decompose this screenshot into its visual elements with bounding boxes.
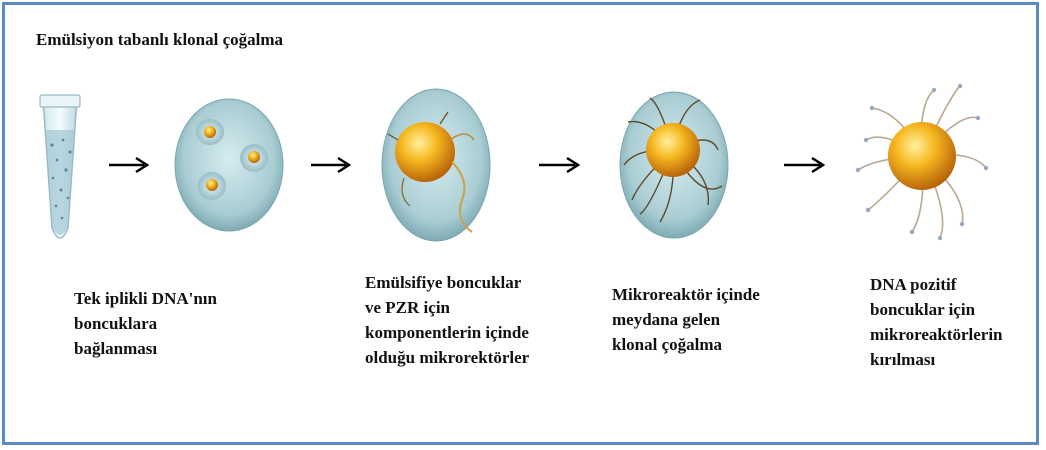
- emulsion-droplet-icon: [175, 99, 283, 231]
- dna-positive-bead-icon: [856, 84, 988, 240]
- clonal-amplification-icon: [620, 92, 728, 238]
- arrow-right-icon: [784, 158, 823, 172]
- step-1-caption: Tek iplikli DNA'nın boncuklara bağlanmas…: [74, 286, 217, 361]
- step-3-caption: Mikroreaktör içinde meydana gelen klonal…: [612, 282, 760, 357]
- arrow-right-icon: [311, 158, 349, 172]
- step-2-caption: Emülsifiye boncuklar ve PZR için kompone…: [365, 270, 529, 370]
- microreactor-bead-icon: [382, 89, 490, 241]
- arrow-right-icon: [109, 158, 147, 172]
- arrow-right-icon: [539, 158, 578, 172]
- test-tube-icon: [40, 95, 80, 238]
- step-4-caption: DNA pozitif boncuklar için mikroreaktörl…: [870, 272, 1003, 372]
